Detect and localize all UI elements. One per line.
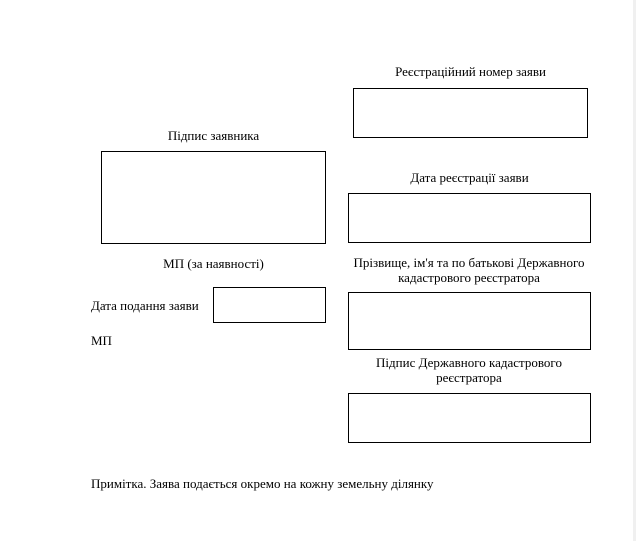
applicant-signature-label: Підпис заявника xyxy=(167,128,260,143)
registration-number-field[interactable] xyxy=(353,88,588,138)
page-edge xyxy=(633,0,636,541)
submission-date-label: Дата подання заяви xyxy=(91,298,199,313)
note: Примітка. Заява подається окремо на кожн… xyxy=(91,476,434,491)
registrar-signature-label-line1: Підпис Державного кадастрового xyxy=(376,355,562,370)
registrar-name-label-line2: кадастрового реєстратора xyxy=(398,270,540,285)
registrar-name-label-line1: Прізвище, ім'я та по батькові Державного xyxy=(353,255,585,270)
registration-number-label: Реєстраційний номер заяви xyxy=(395,64,546,79)
registrar-name-label: Прізвище, ім'я та по батькові Державного… xyxy=(340,255,598,285)
registration-date-field[interactable] xyxy=(348,193,591,243)
submission-date-field[interactable] xyxy=(213,287,326,323)
applicant-signature-field[interactable] xyxy=(101,151,326,244)
stamp-if-any-label: МП (за наявності) xyxy=(163,256,264,271)
registration-date-label: Дата реєстрації заяви xyxy=(410,170,529,185)
registrar-signature-label: Підпис Державного кадастрового реєстрато… xyxy=(340,355,598,385)
registrar-signature-field[interactable] xyxy=(348,393,591,443)
registrar-signature-label-line2: реєстратора xyxy=(436,370,502,385)
registrar-name-field[interactable] xyxy=(348,292,591,350)
stamp-label: МП xyxy=(91,333,112,348)
